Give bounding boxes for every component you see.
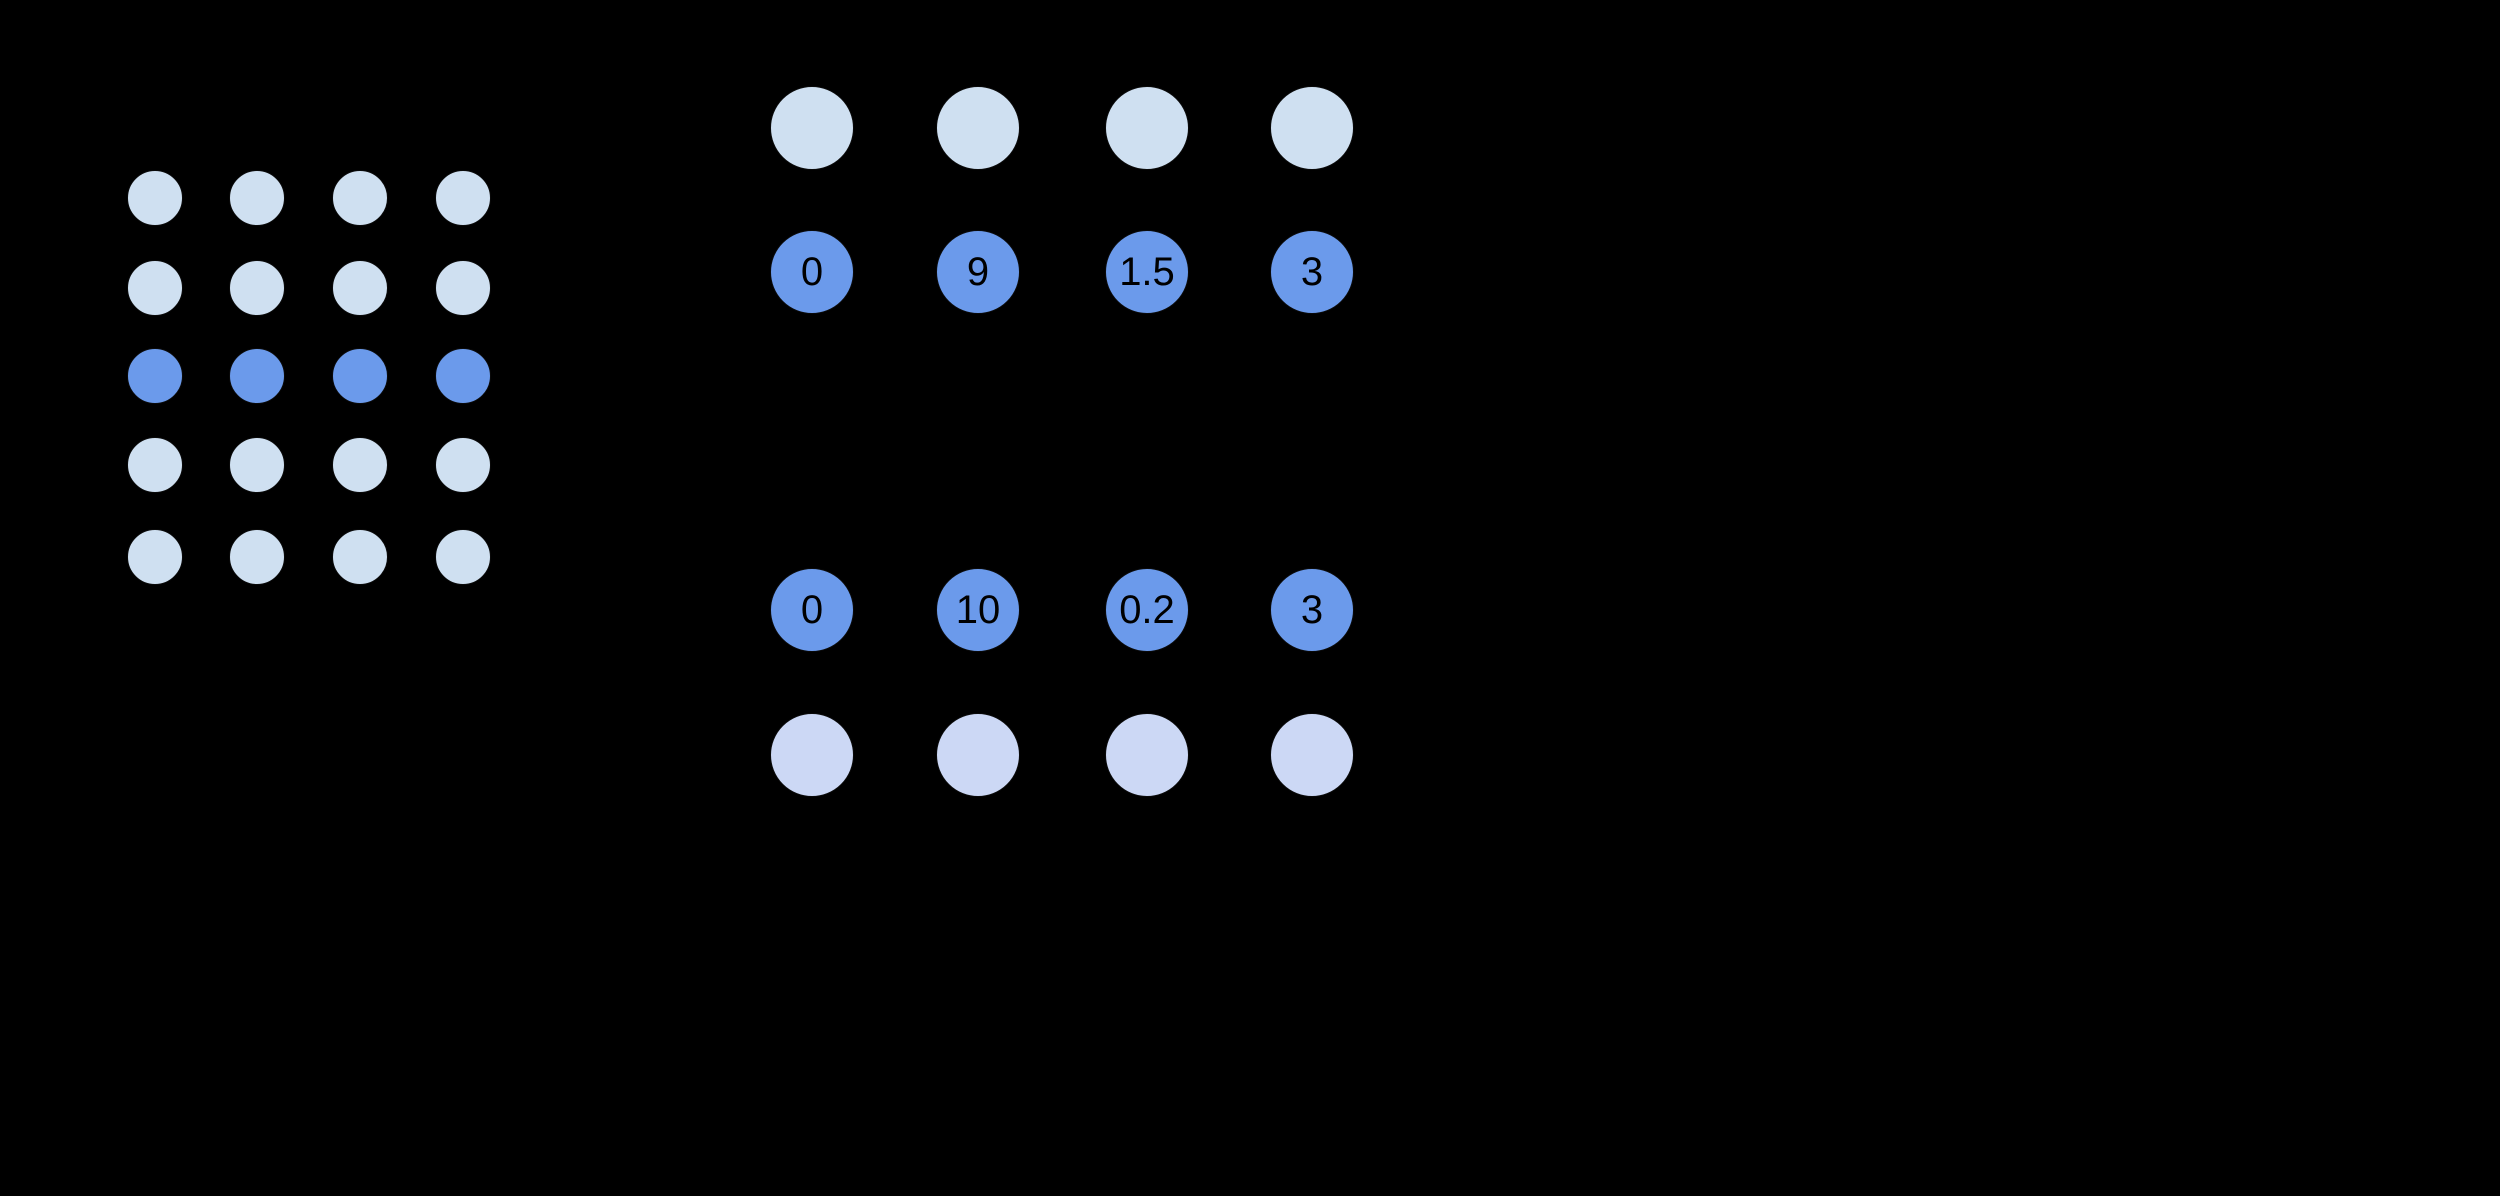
node-left-grid-r2c2[interactable]	[229, 260, 285, 316]
node-right-cluster-r2c1[interactable]: 0	[770, 230, 854, 314]
node-right-cluster-r2c4[interactable]: 3	[1270, 230, 1354, 314]
node-right-cluster-r4c3[interactable]	[1105, 713, 1189, 797]
node-right-cluster-r3c1[interactable]: 0	[770, 568, 854, 652]
node-right-cluster-r4c2[interactable]	[936, 713, 1020, 797]
node-left-grid-r3c2[interactable]	[229, 348, 285, 404]
node-left-grid-r4c4[interactable]	[435, 437, 491, 493]
node-value-label: 9	[966, 250, 990, 294]
node-left-grid-r5c3[interactable]	[332, 529, 388, 585]
node-value-label: 0.2	[1119, 588, 1175, 632]
node-value-label: 1.5	[1119, 250, 1175, 294]
node-left-grid-r3c4[interactable]	[435, 348, 491, 404]
node-right-cluster-r3c3[interactable]: 0.2	[1105, 568, 1189, 652]
node-left-grid-r5c2[interactable]	[229, 529, 285, 585]
node-right-cluster-r1c3[interactable]	[1105, 86, 1189, 170]
node-left-grid-r4c3[interactable]	[332, 437, 388, 493]
node-right-cluster-r1c2[interactable]	[936, 86, 1020, 170]
node-value-label: 0	[800, 588, 824, 632]
node-left-grid-r4c2[interactable]	[229, 437, 285, 493]
node-right-cluster-r2c3[interactable]: 1.5	[1105, 230, 1189, 314]
node-value-label: 10	[955, 588, 1001, 632]
node-right-cluster-r1c1[interactable]	[770, 86, 854, 170]
node-value-label: 3	[1300, 588, 1324, 632]
node-left-grid-r5c1[interactable]	[127, 529, 183, 585]
node-right-cluster-r2c2[interactable]: 9	[936, 230, 1020, 314]
node-left-grid-r1c2[interactable]	[229, 170, 285, 226]
node-right-cluster-r3c2[interactable]: 10	[936, 568, 1020, 652]
node-left-grid-r2c4[interactable]	[435, 260, 491, 316]
node-right-cluster-r3c4[interactable]: 3	[1270, 568, 1354, 652]
node-left-grid-r2c1[interactable]	[127, 260, 183, 316]
node-left-grid-r3c1[interactable]	[127, 348, 183, 404]
node-left-grid-r2c3[interactable]	[332, 260, 388, 316]
node-left-grid-r4c1[interactable]	[127, 437, 183, 493]
node-left-grid-r1c4[interactable]	[435, 170, 491, 226]
node-left-grid-r1c1[interactable]	[127, 170, 183, 226]
node-left-grid-r5c4[interactable]	[435, 529, 491, 585]
node-value-label: 3	[1300, 250, 1324, 294]
node-right-cluster-r1c4[interactable]	[1270, 86, 1354, 170]
node-left-grid-r1c3[interactable]	[332, 170, 388, 226]
node-right-cluster-r4c4[interactable]	[1270, 713, 1354, 797]
node-right-cluster-r4c1[interactable]	[770, 713, 854, 797]
node-value-label: 0	[800, 250, 824, 294]
node-left-grid-r3c3[interactable]	[332, 348, 388, 404]
